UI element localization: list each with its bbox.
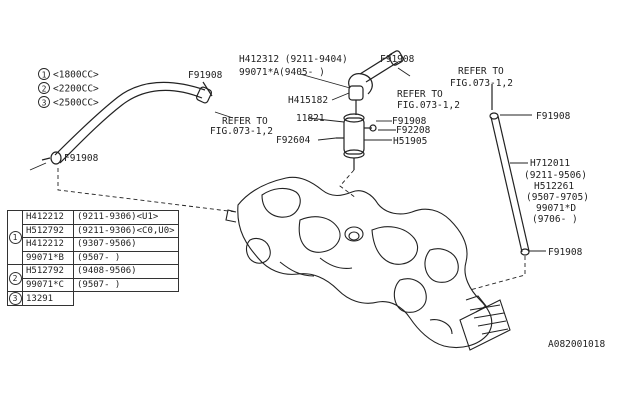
label-h51905: H51905 <box>393 136 427 147</box>
table-row: 99071*B (9507- ) <box>8 250 179 265</box>
label-f91908-top-mid: F91908 <box>380 54 415 65</box>
label-h412312: H412312 (9211-9404) <box>239 54 348 65</box>
label-99071a: 99071*A(9405- ) <box>239 67 325 78</box>
code-cell: H512792 <box>22 264 74 279</box>
left-hose <box>41 81 213 165</box>
label-h712011: H712011 <box>530 158 570 169</box>
code-cell: H412212 <box>22 210 74 225</box>
code-cell: 99071*C <box>22 277 74 292</box>
group-marker: 2 <box>8 271 22 285</box>
label-99071d: 99071*D <box>536 203 576 214</box>
option-num-2: 2 <box>42 85 47 94</box>
option-text-3: <2500CC> <box>53 98 99 109</box>
label-refer-to-2: REFER TO <box>397 89 443 100</box>
label-fig-3: FIG.073-1,2 <box>450 78 513 89</box>
table-row: 99071*C (9507- ) <box>8 277 179 292</box>
range-cell: (9408-9506) <box>73 264 179 279</box>
group-marker: 1 <box>8 231 22 244</box>
label-f92604: F92604 <box>276 135 311 146</box>
group-cell-3: 3 <box>7 291 23 306</box>
parts-table: 1 H412212 (9211-9306)<U1> H512792 (9211-… <box>7 210 179 306</box>
label-h415182: H415182 <box>288 95 328 106</box>
label-11821: 11821 <box>296 113 325 124</box>
label-h512261: H512261 <box>534 181 574 192</box>
center-leaders <box>299 67 411 199</box>
table-row: 1 H412212 (9211-9306)<U1> <box>7 210 179 265</box>
left-leaders <box>29 111 237 213</box>
option-text-2: <2200CC> <box>53 84 99 95</box>
code-cell: H512792 <box>22 223 74 238</box>
range-cell: (9211-9306)<C0,U0> <box>73 223 179 238</box>
table-row: H512792 (9211-9306)<C0,U0> <box>8 223 179 238</box>
note-text: <U1> <box>136 212 159 223</box>
table-row: 3 13291 <box>7 291 179 306</box>
option-num-1: 1 <box>42 71 47 80</box>
engine-options: 1 <1800CC> 2 <2200CC> 3 <2500CC> <box>38 68 99 109</box>
label-f91908-right-top: F91908 <box>536 111 571 122</box>
right-leaders <box>469 114 546 291</box>
option-num-3: 3 <box>42 99 47 108</box>
group-marker: 3 <box>8 292 22 305</box>
code-cell: 99071*B <box>22 250 74 265</box>
code-cell: 13291 <box>22 291 74 306</box>
label-fig-1: FIG.073-1,2 <box>210 126 273 137</box>
range-text: (9211-9306) <box>77 212 137 223</box>
label-f91908-right-bottom: F91908 <box>548 247 583 258</box>
label-refer-to-1: REFER TO <box>222 116 268 127</box>
option-text-1: <1800CC> <box>53 70 99 81</box>
table-row: 2 H512792 (9408-9506) <box>7 264 179 292</box>
range-cell: (9507- ) <box>73 250 179 265</box>
label-fig-2: FIG.073-1,2 <box>397 100 460 111</box>
range-text: (9211-9306) <box>77 225 137 236</box>
center-assembly <box>336 50 404 170</box>
range-cell: (9507- ) <box>73 277 179 292</box>
note-text: <C0,U0> <box>136 225 175 236</box>
label-f91908-left: F91908 <box>64 153 99 164</box>
label-99071d-range: (9706- ) <box>532 214 578 225</box>
group-cell-1: 1 <box>7 210 23 265</box>
range-cell: (9211-9306)<U1> <box>73 210 179 225</box>
table-row: H412212 (9307-9506) <box>8 237 179 252</box>
group-cell-2: 2 <box>7 264 23 292</box>
label-h512261-range: (9507-9705) <box>526 192 589 203</box>
label-f91908-mid: F91908 <box>392 116 427 127</box>
diagram-id: A082001018 <box>548 339 605 350</box>
range-cell <box>74 292 179 306</box>
label-h712011-range: (9211-9506) <box>524 170 587 181</box>
range-cell: (9307-9506) <box>73 237 179 252</box>
label-refer-to-3: REFER TO <box>458 66 504 77</box>
code-cell: H412212 <box>22 237 74 252</box>
label-f91908-top-left: F91908 <box>188 70 223 81</box>
label-f92208: F92208 <box>396 125 431 136</box>
right-hose <box>489 84 530 256</box>
intake-manifold <box>225 176 511 351</box>
